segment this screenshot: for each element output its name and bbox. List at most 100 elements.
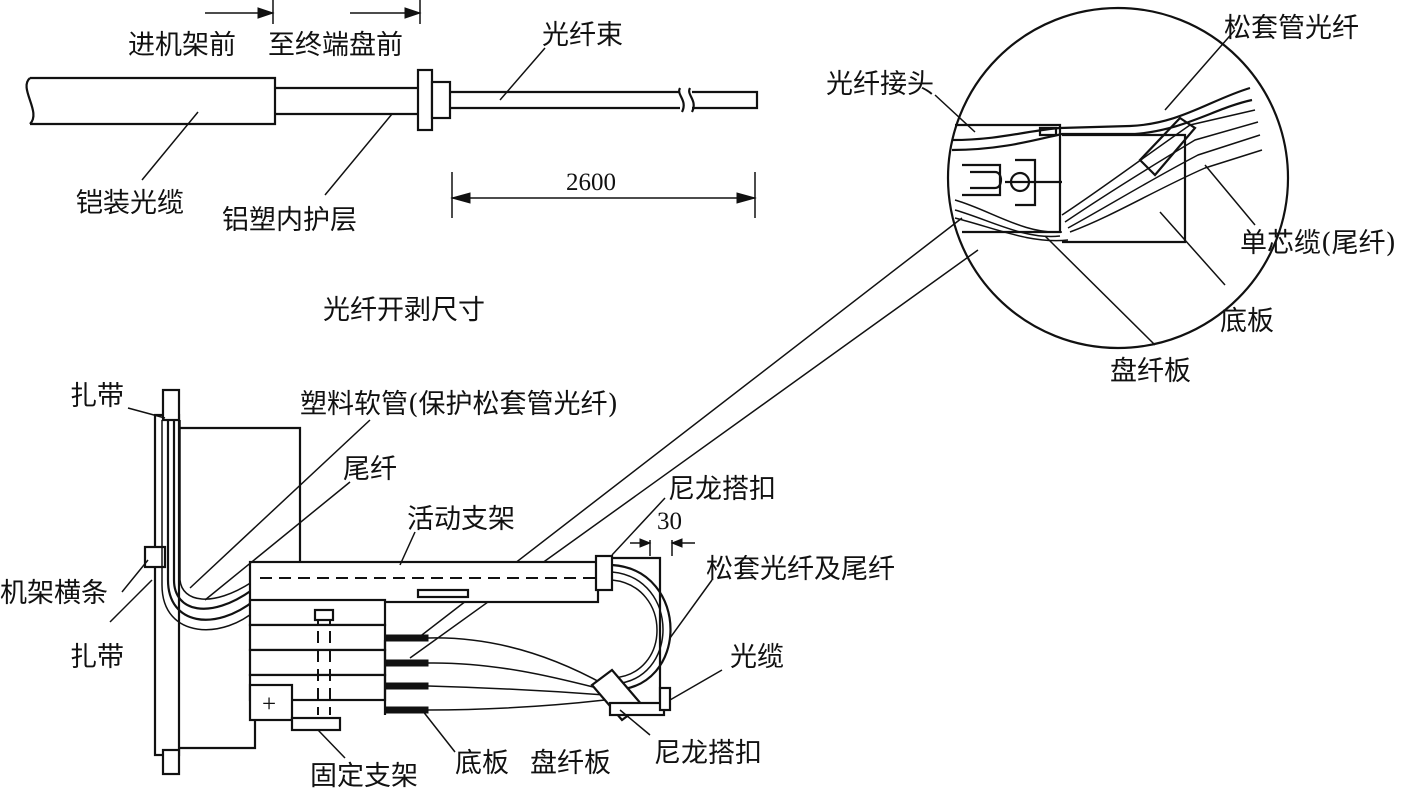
label-pigtail: 尾纤 — [343, 454, 397, 485]
cable-stripping-drawing: 进机架前 至终端盘前 光纤束 铠装光缆 铝塑内护层 2600 光纤开剥尺寸 — [25, 0, 759, 326]
label-single-core-pigtail: 单芯缆(尾纤) — [1240, 228, 1396, 259]
label-dimension-30: 30 — [657, 508, 682, 535]
label-plastic-hose: 塑料软管(保护松套管光纤) — [300, 389, 618, 420]
pigtail-sleeve — [1138, 116, 1197, 177]
leader-pigtail — [204, 481, 351, 601]
label-rack-crossbar: 机架横条 — [0, 578, 108, 609]
tray-connector-4 — [385, 706, 429, 714]
label-stripping-caption: 光纤开剥尺寸 — [323, 295, 485, 326]
flange-right — [430, 80, 452, 120]
label-movable-bracket: 活动支架 — [407, 504, 515, 535]
leader-sheath — [324, 113, 393, 196]
leader-base-plate — [1159, 211, 1226, 286]
dim-2600-ext — [451, 172, 756, 218]
label-fixed-bracket: 固定支架 — [310, 761, 418, 790]
leader-loose-tube — [1164, 29, 1236, 111]
label-armored-cable: 铠装光缆 — [76, 188, 184, 219]
rack-post-top — [161, 388, 181, 422]
label-nylon-clasp-top: 尼龙搭扣 — [668, 474, 776, 505]
loose-tube-upper — [951, 86, 1251, 142]
plus-box — [248, 683, 294, 722]
crossbar-clamp — [143, 545, 167, 569]
tray-fiber-1 — [427, 637, 606, 686]
label-main-splice-tray: 盘纤板 — [530, 748, 611, 779]
leader-plastic-hose — [189, 419, 371, 589]
fiber-bundle-break-a — [678, 87, 685, 113]
label-dimension-2600: 2600 — [566, 169, 616, 196]
label-detail-base-plate: 底板 — [1220, 306, 1274, 337]
fiber-bundle — [450, 90, 680, 110]
detail-magnifier: 松套管光纤 光纤接头 单芯缆(尾纤) 底板 盘纤板 — [409, 6, 1396, 659]
assembly-drawing: + — [0, 381, 895, 792]
loose-fiber-loop-2 — [611, 571, 664, 685]
fixed-bracket-foot — [290, 716, 342, 732]
label-enter-rack: 进机架前 — [128, 30, 236, 61]
flange-left — [416, 68, 434, 132]
tray-connector-1 — [385, 634, 429, 642]
label-cable-tie-bottom: 扎带 — [70, 642, 124, 673]
leader-bundle — [499, 47, 546, 101]
hose-1 — [166, 420, 301, 621]
bracket-slot — [416, 588, 470, 599]
bolt-head — [313, 608, 335, 622]
leader-base-plate — [421, 709, 456, 753]
connector-body — [962, 163, 1002, 197]
bolt-centerline — [317, 612, 331, 715]
leader-cable-tie-top — [127, 407, 166, 419]
loose-fiber-loop-1 — [611, 563, 672, 692]
hose-3 — [179, 420, 301, 600]
label-optical-cable: 光缆 — [730, 642, 784, 673]
label-fiber-connector: 光纤接头 — [826, 69, 934, 100]
dimension-ext-lines — [272, 0, 421, 24]
dim-30-ext — [649, 540, 673, 556]
leader-nylon-clasp-top — [611, 497, 666, 556]
label-cable-tie-top: 扎带 — [70, 381, 124, 412]
leader-crossbar — [121, 559, 149, 593]
label-fiber-bundle: 光纤束 — [542, 20, 623, 51]
fiber-bundle-end — [692, 90, 759, 110]
tray-fiber-3 — [427, 685, 606, 696]
fiber-bundle-break-b — [688, 87, 695, 113]
leader-connector — [934, 94, 976, 133]
connector-tip — [970, 170, 1003, 190]
armored-cable — [30, 76, 277, 126]
label-main-base-plate: 底板 — [455, 748, 509, 779]
fiber-loop-b — [954, 209, 1061, 238]
tray-right-frame — [612, 556, 662, 700]
panel-bottom — [180, 720, 257, 750]
label-nylon-clasp-bottom: 尼龙搭扣 — [654, 738, 762, 769]
plus-mark: + — [262, 691, 276, 718]
leader-nylon-clasp-bottom — [619, 709, 651, 736]
hose-2 — [172, 420, 301, 610]
label-loose-fiber-pigtail: 松套光纤及尾纤 — [706, 554, 895, 585]
leader-cable-tie-bottom — [109, 579, 153, 623]
leader-optical-cable — [669, 669, 723, 701]
pigtail-b — [1064, 121, 1259, 223]
cable-entry-plate — [608, 701, 666, 717]
cable-entry-stub — [658, 686, 672, 712]
nylon-clasp-block — [594, 554, 614, 592]
leader-loose-fiber — [669, 579, 713, 639]
loose-tube-lower — [951, 98, 1253, 152]
aluminum-plastic-sheath — [275, 86, 418, 116]
tray-connector-3 — [385, 682, 429, 690]
label-detail-splice-tray: 盘纤板 — [1110, 356, 1191, 387]
tray-fiber-2 — [427, 662, 606, 691]
connector-ring — [1009, 171, 1031, 193]
pigtail-d — [1069, 149, 1263, 233]
armored-cable-break — [25, 77, 35, 125]
leader-splice-tray — [1044, 235, 1156, 346]
base-plate-box — [1062, 133, 1187, 244]
fiber-loop-a — [954, 199, 1063, 233]
leader-armored — [141, 111, 199, 181]
tray-connector-2 — [385, 659, 429, 667]
label-loose-tube-fiber: 松套管光纤 — [1224, 13, 1359, 44]
pigtail-c — [1067, 134, 1261, 229]
dim-30-arrows — [639, 538, 683, 548]
leader-movable-bracket — [399, 531, 416, 566]
arrow-heads — [257, 7, 422, 19]
rack-post-bottom — [161, 748, 181, 776]
pigtail-a — [1061, 109, 1256, 216]
leader-pigtail — [1204, 164, 1256, 226]
